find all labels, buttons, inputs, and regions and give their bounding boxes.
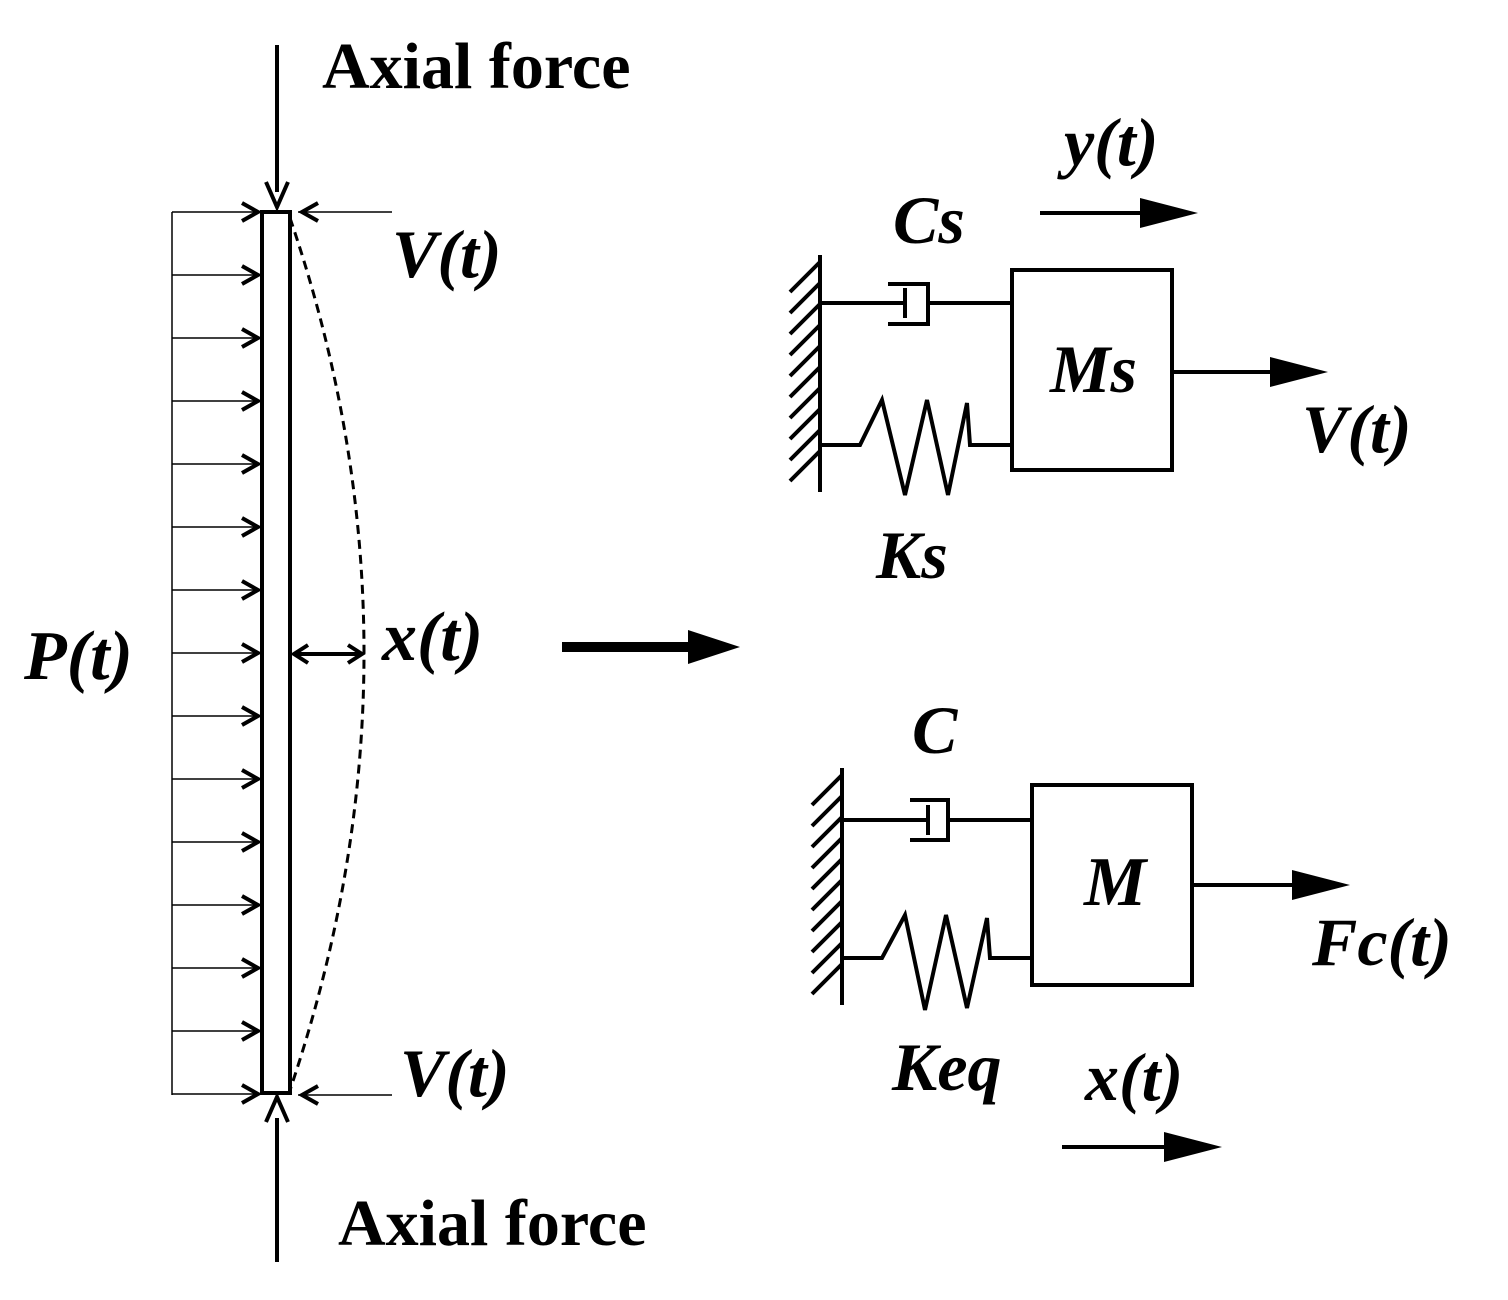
load-arrow bbox=[172, 264, 263, 286]
force-fc-label: Fc(t) bbox=[1311, 904, 1452, 980]
load-arrow bbox=[172, 516, 263, 538]
deflection-dimension bbox=[290, 643, 366, 665]
load-arrow bbox=[172, 1020, 263, 1042]
fixed-wall-top bbox=[788, 255, 822, 492]
column-member bbox=[260, 210, 292, 1095]
load-arrow bbox=[172, 768, 263, 790]
fixed-wall-bottom bbox=[810, 768, 844, 1005]
load-arrow bbox=[172, 705, 263, 727]
axial-force-bottom-arrow bbox=[264, 1092, 290, 1262]
displacement-x-label: x(t) bbox=[1084, 1039, 1183, 1115]
load-arrow bbox=[172, 831, 263, 853]
mass-m-label: M bbox=[1083, 844, 1149, 921]
spring-ks-label: Ks bbox=[875, 517, 948, 593]
deflection-label: x(t) bbox=[381, 599, 483, 676]
load-arrows bbox=[172, 201, 263, 1105]
load-arrow bbox=[172, 894, 263, 916]
shear-bottom-label: V(t) bbox=[400, 1035, 510, 1111]
load-arrow bbox=[172, 327, 263, 349]
displacement-arrow-top bbox=[1040, 198, 1198, 228]
load-arrow bbox=[172, 453, 263, 475]
wall-hatch bbox=[810, 773, 844, 996]
load-arrow bbox=[172, 579, 263, 601]
axial-force-top-label: Axial force bbox=[322, 30, 631, 103]
damper-cs bbox=[820, 282, 1012, 326]
mass-ms-label: Ms bbox=[1049, 331, 1137, 407]
displacement-y-label: y(t) bbox=[1057, 104, 1158, 180]
force-v-label: V(t) bbox=[1302, 391, 1412, 467]
damper-cs-label: Cs bbox=[893, 182, 965, 258]
axial-force-top-arrow bbox=[264, 45, 290, 212]
shear-bottom-arrow bbox=[297, 1084, 392, 1106]
damper-c bbox=[842, 798, 1032, 842]
axial-force-bottom-label: Axial force bbox=[338, 1187, 647, 1260]
load-arrow bbox=[172, 1083, 263, 1105]
force-arrow-top bbox=[1172, 357, 1328, 387]
displacement-arrow-bottom bbox=[1062, 1132, 1222, 1162]
transition-arrow bbox=[562, 630, 740, 664]
load-arrow bbox=[172, 201, 263, 223]
damper-c-label: C bbox=[912, 692, 958, 768]
shear-top-label: V(t) bbox=[392, 216, 502, 292]
distributed-load-label: P(t) bbox=[23, 618, 133, 695]
distributed-load bbox=[171, 201, 263, 1105]
spring-ks bbox=[820, 394, 1012, 496]
force-arrow-bottom bbox=[1192, 870, 1350, 900]
wall-hatch bbox=[788, 260, 822, 483]
spring-keq bbox=[842, 909, 1032, 1011]
equivalent-model: C M Keq x(t) Fc(t) bbox=[810, 692, 1452, 1162]
load-arrow bbox=[172, 642, 263, 664]
shear-top-arrow bbox=[297, 201, 392, 223]
column-system: Axial force Axial force V(t) V(t) P(t) x… bbox=[23, 30, 647, 1262]
shear-model: Cs Ms Ks y(t) V(t) bbox=[788, 104, 1412, 593]
load-arrow bbox=[172, 957, 263, 979]
load-arrow bbox=[172, 390, 263, 412]
spring-keq-label: Keq bbox=[891, 1029, 1002, 1105]
